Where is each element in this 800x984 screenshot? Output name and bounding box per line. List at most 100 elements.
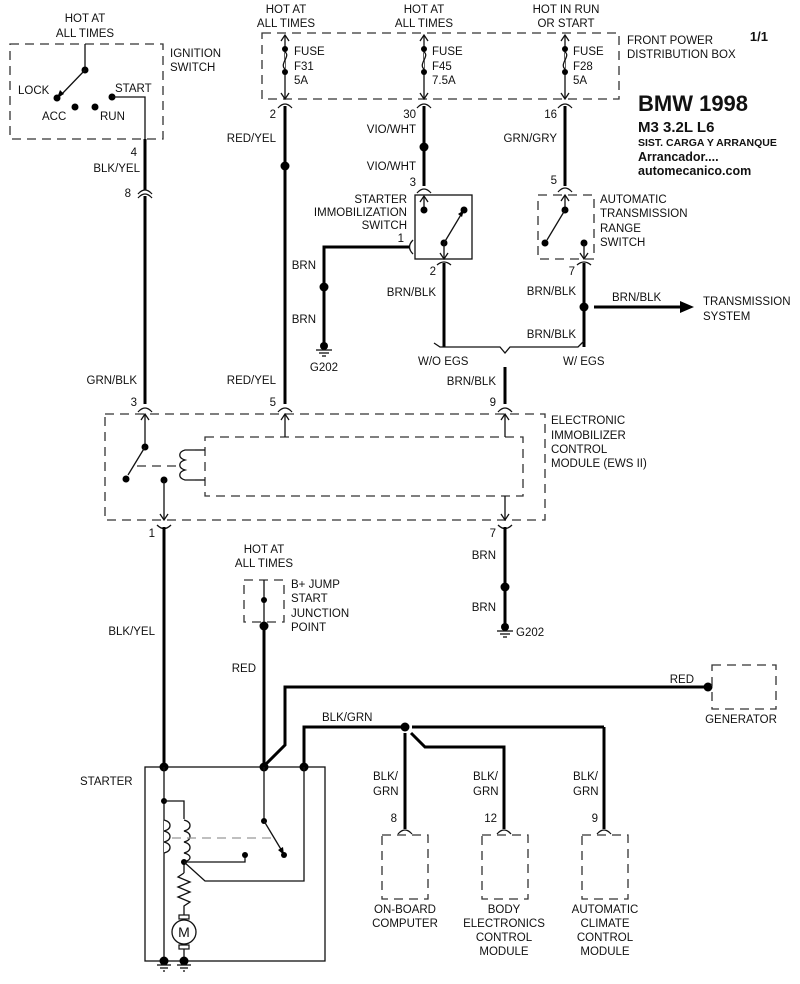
fuse-f28-label: FUSE [573, 46, 604, 58]
fuse-f31[interactable]: FUSE F31 5A [280, 33, 325, 101]
obc-name-1: ON-BOARD [374, 904, 436, 916]
pin-trs-7: 7 [569, 266, 575, 278]
motor-symbol: M [178, 924, 190, 940]
wire-blk-grn-network[interactable]: BLK/GRN BLK/ GRN BLK/ GRN BLK/ GRN 8 12 … [302, 712, 612, 835]
wire-color-grn-blk: GRN/BLK [87, 375, 138, 387]
starter-immobilization-switch[interactable]: STARTER IMMOBILIZATION SWITCH [314, 194, 473, 261]
wire-ews-to-ground[interactable]: 7 BRN BRN G202 [472, 524, 544, 639]
transmission-system-2: SYSTEM [703, 311, 750, 323]
pin-f45-30: 30 [403, 109, 416, 121]
wire-color-red-2: RED [670, 674, 694, 686]
ignition-run-contact [91, 103, 99, 111]
wire-color-blk-yel: BLK/YEL [93, 163, 140, 175]
generator-name: GENERATOR [705, 714, 777, 726]
acc-name-3: CONTROL [577, 932, 634, 944]
sis-name-1: STARTER [354, 194, 407, 206]
acc-name-4: MODULE [580, 946, 630, 958]
option-brace: W/O EGS W/ EGS BRN/BLK 9 [418, 340, 605, 413]
body-electronics-control-module[interactable]: BODY ELECTRONICS CONTROL MODULE [463, 834, 545, 958]
ground-symbol-g202-b [497, 623, 513, 638]
ignition-lock-contact [53, 94, 61, 102]
pin-sis-3: 3 [410, 177, 416, 189]
wire-f45-to-sis[interactable]: 30 VIO/WHT VIO/WHT 3 [367, 103, 432, 194]
bec-name-4: MODULE [479, 946, 529, 958]
acc-name-1: AUTOMATIC [572, 904, 639, 916]
generator[interactable]: GENERATOR [705, 664, 777, 726]
page-number: 1/1 [750, 29, 768, 44]
wire-color-blk-grn-1b: GRN [373, 786, 399, 798]
wire-color-vio-wht-1: VIO/WHT [367, 124, 416, 136]
wire-jump-to-starter[interactable]: RED [232, 626, 266, 766]
title-system: SIST. CARGA Y ARRANQUE [638, 137, 777, 149]
wire-ignition-to-ews[interactable]: 4 BLK/YEL 8 GRN/BLK 3 [87, 139, 153, 413]
fuse-f28-id: F28 [573, 61, 593, 73]
ignition-hot-line1: HOT AT [65, 13, 105, 25]
ground-symbol-g202-a [316, 342, 332, 357]
starter-ground-icon-1 [157, 964, 171, 972]
wire-sis-to-ground[interactable]: 1 BRN BRN G202 [292, 233, 414, 374]
title-block: 1/1 BMW 1998 M3 3.2L L6 SIST. CARGA Y AR… [638, 29, 777, 178]
on-board-computer[interactable]: ON-BOARD COMPUTER [372, 834, 438, 930]
title-model: M3 3.2L L6 [638, 119, 714, 136]
ignition-acc-contact [71, 103, 79, 111]
bec-name-2: ELECTRONICS [463, 918, 545, 930]
trs-name-2: TRANSMISSION [600, 208, 688, 220]
wire-color-brn-4: BRN [472, 602, 496, 614]
wire-generator-to-starter[interactable]: RED [262, 674, 713, 768]
sis-name-3: SWITCH [362, 220, 407, 232]
starter-name: STARTER [80, 776, 133, 788]
ews-name-1: ELECTRONIC [551, 415, 625, 427]
ews-name-3: CONTROL [551, 444, 608, 456]
wire-color-brn-blk-branch: BRN/BLK [612, 292, 662, 304]
wire-color-brn-blk-trs-1: BRN/BLK [527, 286, 577, 298]
wire-color-brn-blk-sis: BRN/BLK [387, 287, 437, 299]
transmission-system-1: TRANSMISSION [703, 296, 791, 308]
wire-color-red-yel-2: RED/YEL [227, 375, 277, 387]
fuse-f45[interactable]: FUSE F45 7.5A [419, 33, 463, 101]
ignition-pos-acc: ACC [42, 111, 66, 123]
ignition-pos-start: START [115, 83, 152, 95]
automatic-transmission-range-switch[interactable]: AUTOMATIC TRANSMISSION RANGE SWITCH [537, 193, 688, 261]
pin-connector-8: 8 [125, 188, 131, 200]
wire-trs-to-option[interactable]: 7 BRN/BLK BRN/BLK BRN/BLK TRANSMISSION S… [527, 261, 791, 347]
fuse-f31-label: FUSE [294, 46, 325, 58]
wire-sis-to-option[interactable]: 2 BRN/BLK [387, 261, 452, 347]
jump-hot-1: HOT AT [244, 544, 284, 556]
trs-name-3: RANGE [600, 223, 641, 235]
wire-color-brn-1: BRN [292, 260, 316, 272]
ignition-switch-name-1: IGNITION [170, 48, 221, 60]
wire-color-vio-wht-2: VIO/WHT [367, 161, 416, 173]
wire-color-red-1: RED [232, 663, 256, 675]
automatic-climate-control-module[interactable]: AUTOMATIC CLIMATE CONTROL MODULE [572, 834, 639, 958]
electronic-immobilizer-control-module[interactable]: ELECTRONIC IMMOBILIZER CONTROL MODULE (E… [104, 412, 647, 522]
ignition-pos-run: RUN [100, 111, 125, 123]
fuse-f45-id: F45 [432, 61, 452, 73]
starter[interactable]: STARTER M [80, 762, 326, 972]
wire-f28-to-trs[interactable]: 16 GRN/GRY 5 [504, 103, 573, 193]
pin-trs-5: 5 [551, 175, 557, 187]
wire-color-grn-gry: GRN/GRY [504, 133, 558, 145]
f28-hot-2: OR START [537, 18, 594, 30]
wire-ews-to-starter[interactable]: 1 BLK/YEL [108, 524, 172, 766]
pin-sis-1: 1 [398, 233, 404, 245]
f45-hot-1: HOT AT [404, 4, 444, 16]
fuse-f28-rating: 5A [573, 75, 587, 87]
wire-color-blk-grn-3b: GRN [573, 786, 599, 798]
title-section: Arrancador.... [638, 150, 719, 164]
ground-label-g202-b: G202 [516, 627, 544, 639]
wire-f31-to-ews[interactable]: 2 RED/YEL RED/YEL 5 [227, 103, 293, 413]
fuse-f28[interactable]: FUSE F28 5A [560, 33, 604, 101]
ews-name-4: MODULE (EWS II) [551, 458, 647, 470]
fuse-f31-id: F31 [294, 61, 314, 73]
option-without-egs: W/O EGS [418, 356, 469, 368]
jump-name-1: B+ JUMP [291, 579, 340, 591]
pin-ews-3: 3 [131, 397, 137, 409]
b-plus-jump-start-junction-point[interactable]: HOT AT ALL TIMES B+ JUMP START JUNCTION … [235, 544, 349, 634]
ignition-switch[interactable]: HOT AT ALL TIMES IGNITION SWITCH LOCK AC… [9, 13, 221, 140]
pin-ews-7: 7 [490, 528, 496, 540]
wire-color-brn-3: BRN [472, 550, 496, 562]
f45-hot-2: ALL TIMES [395, 18, 453, 30]
wire-color-blk-grn-3a: BLK/ [573, 771, 599, 783]
fpdb-name-2: DISTRIBUTION BOX [627, 49, 736, 61]
title-make-year: BMW 1998 [638, 91, 748, 116]
